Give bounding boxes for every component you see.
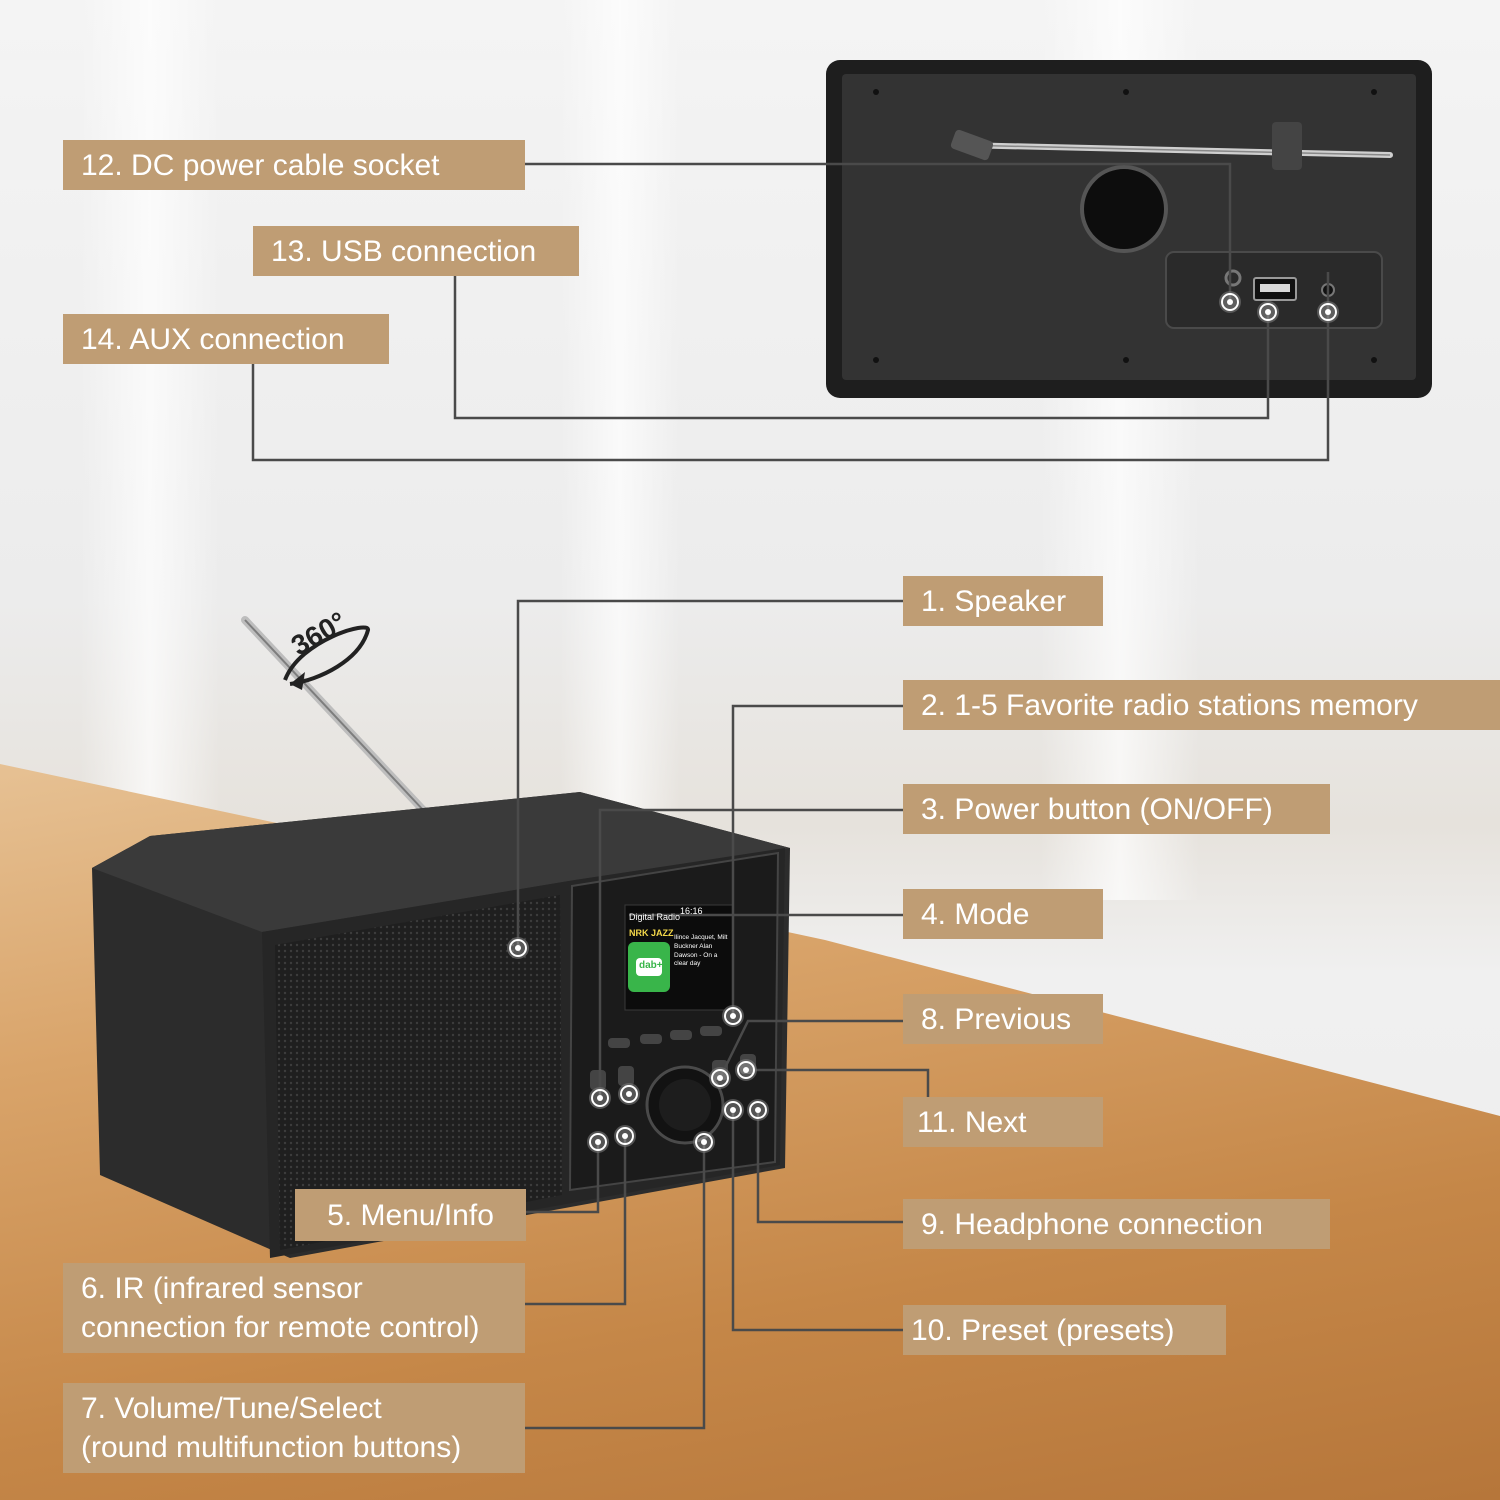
connector-dot [724, 1007, 742, 1025]
connector-dot [724, 1101, 742, 1119]
display-logo: dab+ [639, 960, 663, 971]
display-track: Ilince Jacquet, Milt Buckner Alan Dawson… [674, 934, 728, 968]
label-aux-connection: 14. AUX connection [63, 314, 389, 364]
label-dc-power-socket: 12. DC power cable socket [63, 140, 525, 190]
connector-dot [620, 1085, 638, 1103]
connector-dot [695, 1133, 713, 1151]
label-ir-sensor: 6. IR (infrared sensor connection for re… [63, 1263, 525, 1353]
label-power-button: 3. Power button (ON/OFF) [903, 784, 1330, 834]
display-time: 16:16 [680, 906, 703, 916]
label-mode: 4. Mode [903, 889, 1103, 939]
connector-dot [589, 1133, 607, 1151]
label-speaker: 1. Speaker [903, 576, 1103, 626]
label-next: 11. Next [903, 1097, 1103, 1147]
label-headphone: 9. Headphone connection [903, 1199, 1330, 1249]
window-curtain-highlight [560, 0, 680, 900]
label-previous: 8. Previous [903, 994, 1103, 1044]
display-station: NRK JAZZ [629, 928, 674, 938]
display-header: Digital Radio [629, 912, 681, 922]
window-curtain-highlight [80, 0, 220, 900]
connector-dot [737, 1061, 755, 1079]
label-preset: 10. Preset (presets) [903, 1305, 1226, 1355]
rotation-label: 360° [285, 605, 352, 662]
label-favorite-stations: 2. 1-5 Favorite radio stations memory [903, 680, 1500, 730]
connector-dot [616, 1127, 634, 1145]
connector-dot [509, 939, 527, 957]
label-menu-info: 5. Menu/Info [295, 1189, 526, 1241]
connector-dot [1221, 293, 1239, 311]
connector-dot [1259, 303, 1277, 321]
connector-dot [591, 1089, 609, 1107]
connector-dot [711, 1069, 729, 1087]
label-usb-connection: 13. USB connection [253, 226, 579, 276]
label-volume-tune-select: 7. Volume/Tune/Select (round multifuncti… [63, 1383, 525, 1473]
connector-dot [1319, 303, 1337, 321]
connector-dot [749, 1101, 767, 1119]
window-curtain-highlight [1040, 0, 1200, 900]
